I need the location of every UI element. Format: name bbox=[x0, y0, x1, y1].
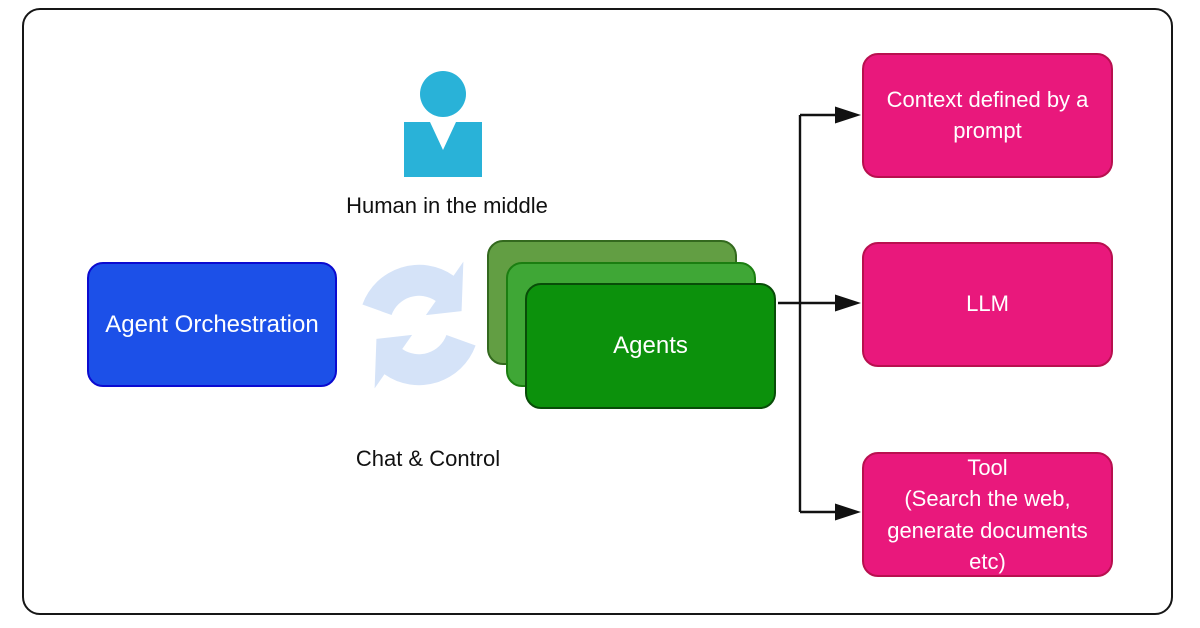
llm-node: LLM bbox=[862, 242, 1113, 367]
tool-label-line4: etc) bbox=[969, 548, 1006, 574]
tool-label: Tool (Search the web, generate documents… bbox=[887, 452, 1088, 577]
agents-label: Agents bbox=[613, 332, 688, 360]
agents-node: Agents bbox=[525, 283, 776, 409]
cycle-bottom-arrow bbox=[374, 334, 476, 389]
llm-label: LLM bbox=[966, 291, 1009, 317]
tool-node: Tool (Search the web, generate documents… bbox=[862, 452, 1113, 577]
person-head bbox=[420, 71, 466, 117]
human-in-the-middle-label: Human in the middle bbox=[346, 193, 548, 218]
chat-and-control-label: Chat & Control bbox=[355, 446, 501, 471]
context-prompt-label: Context defined by a prompt bbox=[886, 86, 1089, 143]
tool-label-line3: generate documents bbox=[887, 517, 1088, 543]
agent-orchestration-node: Agent Orchestration bbox=[87, 262, 337, 387]
context-prompt-node: Context defined by a prompt bbox=[862, 53, 1113, 178]
tool-label-line1: Tool bbox=[967, 455, 1008, 481]
tool-label-line2: (Search the web, bbox=[904, 486, 1071, 512]
person-icon bbox=[404, 71, 482, 177]
person-body bbox=[404, 122, 482, 177]
cycle-top-arrow bbox=[362, 261, 464, 316]
sync-cycle-icon bbox=[362, 261, 476, 389]
agent-orchestration-label: Agent Orchestration bbox=[105, 310, 319, 338]
